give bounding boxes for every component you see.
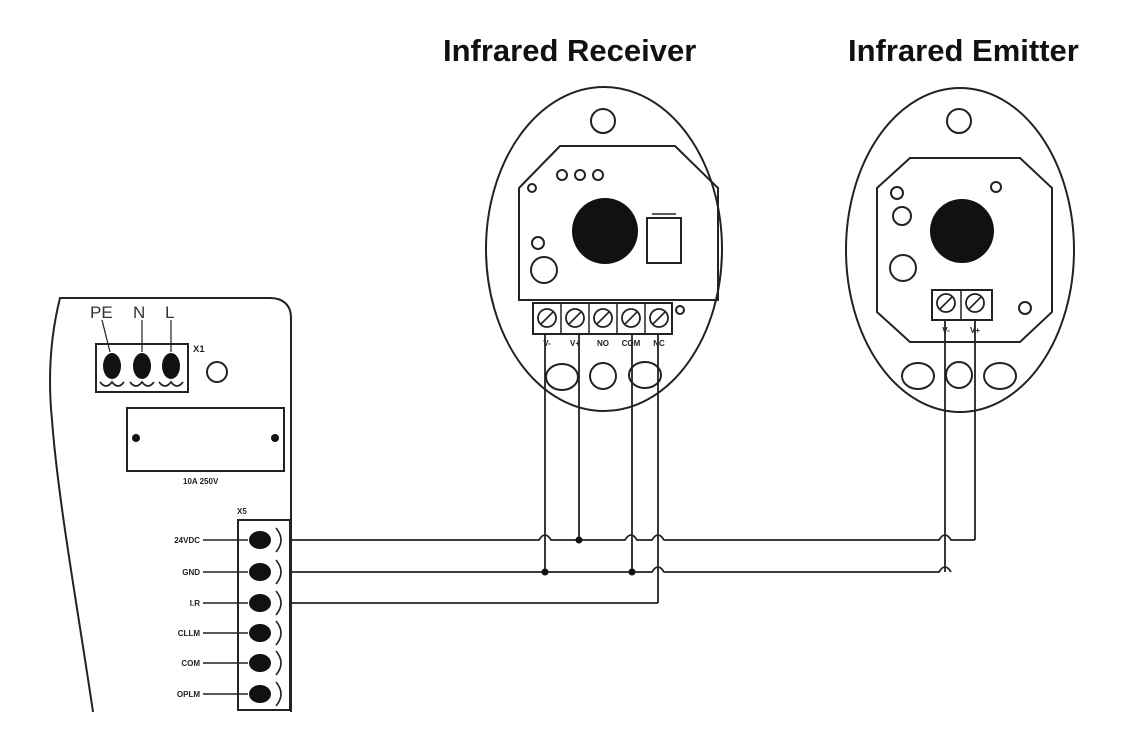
controller-outline	[49, 297, 292, 713]
receiver-terminal-screw	[565, 308, 585, 328]
x5-terminal-screw	[249, 624, 271, 642]
emitter-title: Infrared Emitter	[848, 33, 1079, 68]
receiver-lens	[572, 198, 638, 264]
receiver-terminal-label: V+	[570, 339, 580, 348]
fuse-block: 10A 250V	[126, 407, 285, 486]
emitter-housing	[845, 87, 1075, 413]
emitter-lens	[930, 199, 994, 263]
wire-24vdc	[290, 534, 975, 541]
junction-dot	[575, 536, 583, 544]
receiver-top-hole	[590, 108, 616, 134]
pe-label: PE	[90, 303, 113, 322]
receiver-pcb	[518, 145, 719, 301]
junction-dot	[628, 568, 636, 576]
emitter-terminal-label: V-	[942, 326, 950, 335]
x5-terminal-screw	[249, 654, 271, 672]
receiver-relay	[646, 217, 682, 264]
emitter-terminal-screw	[965, 293, 985, 313]
infrared-emitter: V-V+	[845, 87, 1075, 413]
receiver-terminal-screw	[621, 308, 641, 328]
x5-terminal-label: COM	[181, 659, 200, 668]
fuse-rating-label: 10A 250V	[183, 477, 219, 486]
x5-terminal-label: 24VDC	[174, 536, 200, 545]
receiver-terminal-label: V-	[543, 339, 551, 348]
x5-terminal-screw	[249, 594, 271, 612]
x1-terminal-block: X1	[95, 343, 228, 393]
receiver-terminal-screw	[593, 308, 613, 328]
wire-gnd	[290, 566, 952, 573]
x5-terminal-label: OPLM	[177, 690, 200, 699]
mount-hole	[206, 361, 228, 383]
x5-terminal-label: I.R	[190, 599, 200, 608]
x5-terminal-block: X5 24VDC GND I.R CLLM COM OPLM	[174, 507, 291, 711]
x5-terminal-label: CLLM	[178, 629, 201, 638]
controller-board: PE N L X1 10A 250V X5 24VD	[49, 297, 292, 713]
emitter-terminal-strip	[931, 289, 993, 321]
emitter-top-hole	[946, 108, 972, 134]
receiver-title: Infrared Receiver	[443, 33, 696, 68]
receiver-terminal-label: NO	[597, 339, 609, 348]
wiring	[290, 320, 976, 604]
x5-terminal-label: GND	[182, 568, 200, 577]
x5-terminal-screw	[249, 563, 271, 581]
receiver-terminal-screw	[537, 308, 557, 328]
x5-terminal-screw	[249, 531, 271, 549]
receiver-housing	[485, 86, 723, 412]
junction-dot	[541, 568, 549, 576]
receiver-terminal-screw	[649, 308, 669, 328]
x5-label: X5	[237, 507, 247, 516]
emitter-pcb	[876, 157, 1053, 343]
receiver-terminal-label: NC	[653, 339, 665, 348]
n-label: N	[133, 303, 145, 322]
emitter-terminal-screw	[936, 293, 956, 313]
receiver-terminal-strip	[532, 302, 673, 335]
x5-terminal-screw	[249, 685, 271, 703]
x1-label: X1	[193, 344, 205, 355]
l-label: L	[165, 303, 174, 322]
